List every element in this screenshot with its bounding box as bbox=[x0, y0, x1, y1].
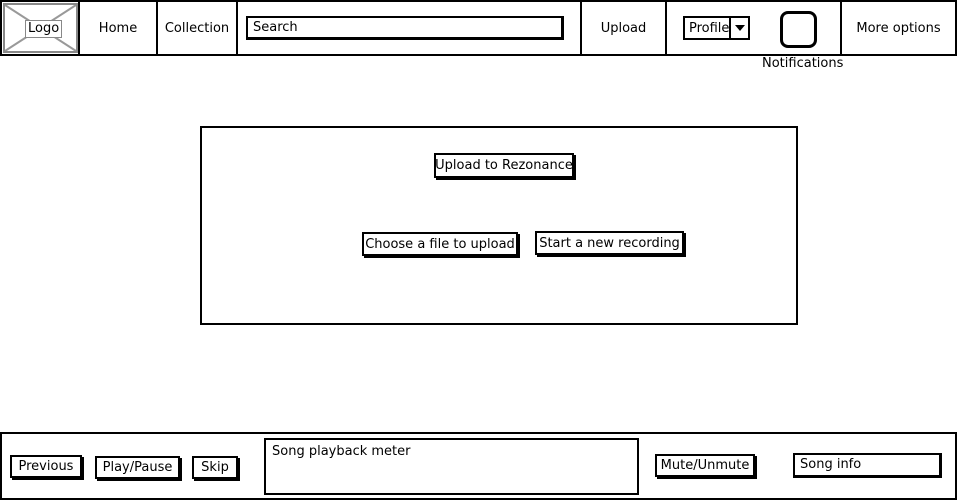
skip-button[interactable]: Skip bbox=[192, 456, 238, 479]
nav-upload-label: Upload bbox=[600, 20, 647, 36]
playback-meter[interactable]: Song playback meter bbox=[264, 438, 639, 495]
logo-label: Logo bbox=[25, 20, 63, 38]
notifications-label: Notifications bbox=[762, 56, 844, 71]
search-input[interactable] bbox=[246, 16, 564, 40]
notifications-icon[interactable] bbox=[780, 11, 817, 48]
search-cell bbox=[238, 2, 582, 54]
upload-panel bbox=[200, 126, 798, 325]
chevron-down-icon[interactable] bbox=[729, 18, 748, 38]
profile-dropdown-value: Profile bbox=[689, 20, 730, 36]
start-recording-label: Start a new recording bbox=[539, 235, 680, 251]
nav-collection[interactable]: Collection bbox=[158, 2, 238, 54]
song-info: Song info bbox=[793, 453, 942, 478]
nav-collection-label: Collection bbox=[164, 20, 230, 36]
mute-unmute-button[interactable]: Mute/Unmute bbox=[655, 454, 755, 477]
logo[interactable]: Logo bbox=[3, 3, 78, 53]
play-pause-label: Play/Pause bbox=[102, 460, 173, 475]
play-pause-button[interactable]: Play/Pause bbox=[95, 456, 180, 479]
skip-label: Skip bbox=[201, 460, 229, 475]
previous-label: Previous bbox=[18, 459, 74, 474]
more-options-label: More options bbox=[856, 20, 941, 36]
more-options-button[interactable]: More options bbox=[842, 2, 955, 54]
profile-dropdown[interactable]: Profile bbox=[683, 16, 750, 40]
nav-home[interactable]: Home bbox=[78, 2, 158, 54]
playback-meter-label: Song playback meter bbox=[272, 444, 411, 459]
choose-file-label: Choose a file to upload bbox=[365, 236, 515, 252]
upload-title: Upload to Rezonance bbox=[434, 153, 574, 178]
choose-file-button[interactable]: Choose a file to upload bbox=[362, 232, 518, 256]
mute-unmute-label: Mute/Unmute bbox=[660, 458, 750, 473]
nav-upload[interactable]: Upload bbox=[582, 2, 667, 54]
previous-button[interactable]: Previous bbox=[10, 455, 82, 478]
profile-notifications-cell bbox=[667, 2, 842, 54]
nav-home-label: Home bbox=[98, 20, 138, 36]
song-info-label: Song info bbox=[800, 457, 862, 472]
start-recording-button[interactable]: Start a new recording bbox=[535, 231, 684, 255]
upload-title-label: Upload to Rezonance bbox=[435, 158, 573, 173]
